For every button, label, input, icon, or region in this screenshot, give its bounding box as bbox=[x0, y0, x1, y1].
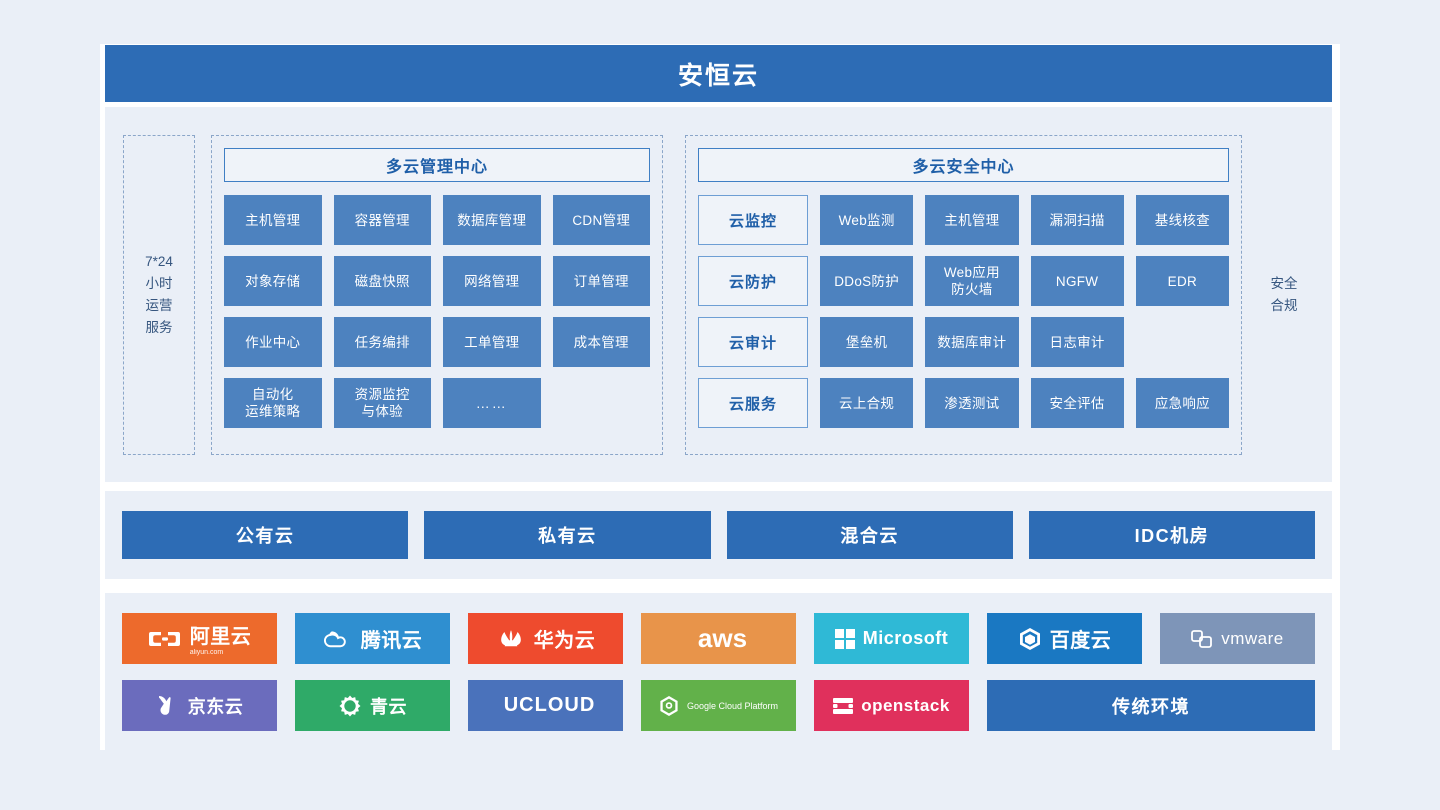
vendor-name: vmware bbox=[1221, 628, 1284, 648]
diagram-header: 安恒云 bbox=[105, 45, 1332, 102]
jd-cloud-icon bbox=[156, 694, 180, 718]
security-row: 云审计堡垒机数据库审计日志审计 bbox=[698, 317, 1229, 367]
deployment-tile[interactable]: IDC机房 bbox=[1028, 511, 1315, 559]
management-tile[interactable]: 成本管理 bbox=[552, 317, 650, 367]
deployment-tile[interactable]: 公有云 bbox=[122, 511, 409, 559]
management-tile[interactable]: CDN管理 bbox=[552, 195, 650, 245]
security-category-header[interactable]: 云服务 bbox=[698, 378, 808, 428]
vendor-logo-tile[interactable]: Google Cloud Platform bbox=[641, 680, 796, 731]
vendor-name: Microsoft bbox=[862, 628, 949, 648]
vendor-subtitle: aliyun.com bbox=[189, 649, 224, 656]
management-tile[interactable]: 工单管理 bbox=[443, 317, 541, 367]
vendor-logo-tile[interactable]: 华为云 bbox=[468, 613, 623, 664]
openstack-icon bbox=[833, 697, 854, 715]
security-tile[interactable]: Web监测 bbox=[820, 195, 914, 245]
baidu-cloud-icon bbox=[1018, 627, 1042, 651]
security-tile[interactable]: 渗透测试 bbox=[925, 378, 1019, 428]
vendor-name: Google Cloud Platform bbox=[686, 700, 779, 711]
security-compliance-label: 安全 合规 bbox=[1270, 276, 1298, 313]
security-tile[interactable]: DDoS防护 bbox=[820, 256, 914, 306]
security-category-header[interactable]: 云监控 bbox=[698, 195, 808, 245]
management-tile[interactable]: 对象存储 bbox=[224, 256, 322, 306]
security-tile[interactable]: NGFW bbox=[1030, 256, 1124, 306]
security-center-title: 多云安全中心 bbox=[698, 148, 1229, 182]
security-tile-empty bbox=[1136, 317, 1229, 367]
security-tile[interactable]: Web应用 防火墙 bbox=[925, 256, 1019, 306]
management-tile[interactable]: 资源监控 与体验 bbox=[333, 378, 431, 428]
huawei-cloud-icon bbox=[496, 628, 526, 650]
alibaba-cloud-icon bbox=[148, 628, 182, 650]
management-tile[interactable]: 主机管理 bbox=[224, 195, 322, 245]
security-tile[interactable]: 安全评估 bbox=[1030, 378, 1124, 428]
vendor-logo-tile[interactable]: openstack bbox=[814, 680, 969, 731]
security-tile[interactable]: 数据库审计 bbox=[925, 317, 1019, 367]
microsoft-icon bbox=[834, 628, 855, 649]
vendor-name: 青云 bbox=[370, 696, 407, 717]
vendor-logo-tile[interactable]: 传统环境 bbox=[987, 680, 1315, 731]
qingcloud-icon bbox=[338, 694, 362, 718]
security-tile[interactable]: 日志审计 bbox=[1030, 317, 1124, 367]
security-tile[interactable]: 基线核查 bbox=[1135, 195, 1229, 245]
ops-service-label: 7*24 小时 运营 服务 bbox=[145, 254, 173, 335]
vendor-name: openstack bbox=[861, 695, 950, 715]
ops-service-column: 7*24 小时 运营 服务 bbox=[123, 135, 195, 455]
security-tile[interactable]: 漏洞扫描 bbox=[1030, 195, 1124, 245]
vendor-logo-tile[interactable]: 百度云 bbox=[987, 613, 1142, 664]
security-category-header[interactable]: 云防护 bbox=[698, 256, 808, 306]
vendor-name: 阿里云 bbox=[189, 626, 252, 648]
management-center-title: 多云管理中心 bbox=[224, 148, 650, 182]
management-tile-empty bbox=[553, 378, 651, 428]
vendor-logo-tile[interactable]: 腾讯云 bbox=[295, 613, 450, 664]
deployment-tile[interactable]: 私有云 bbox=[424, 511, 711, 559]
page-title: 安恒云 bbox=[677, 61, 759, 90]
management-tile[interactable]: 自动化 运维策略 bbox=[224, 378, 322, 428]
vendor-name: 百度云 bbox=[1049, 630, 1112, 652]
management-tile[interactable]: …… bbox=[443, 378, 541, 428]
deployment-model-section: 公有云私有云混合云 IDC机房 bbox=[105, 491, 1332, 579]
vendor-name: UCLOUD bbox=[503, 694, 596, 716]
management-tile[interactable]: 任务编排 bbox=[333, 317, 431, 367]
vendor-name: 华为云 bbox=[533, 630, 596, 652]
security-compliance-column: 安全 合规 bbox=[1248, 135, 1320, 455]
deployment-tile[interactable]: 混合云 bbox=[726, 511, 1013, 559]
vendor-logo-tile[interactable]: Microsoft bbox=[814, 613, 969, 664]
vendor-logo-tile[interactable]: UCLOUD bbox=[468, 680, 623, 731]
vendor-name: 腾讯云 bbox=[360, 630, 423, 652]
vendor-name: 京东云 bbox=[187, 696, 244, 717]
google-cloud-icon bbox=[659, 695, 679, 717]
vmware-icon bbox=[1191, 629, 1213, 648]
vendor-name: 传统环境 bbox=[1112, 696, 1190, 717]
management-tile[interactable]: 磁盘快照 bbox=[333, 256, 431, 306]
management-tile[interactable]: 作业中心 bbox=[224, 317, 322, 367]
management-tile[interactable]: 订单管理 bbox=[552, 256, 650, 306]
security-tile[interactable]: EDR bbox=[1135, 256, 1229, 306]
vendor-logo-tile[interactable]: vmware bbox=[1160, 613, 1315, 664]
management-tile[interactable]: 网络管理 bbox=[443, 256, 541, 306]
security-tile[interactable]: 云上合规 bbox=[820, 378, 914, 428]
management-tile[interactable]: 容器管理 bbox=[333, 195, 431, 245]
management-tile[interactable]: 数据库管理 bbox=[443, 195, 541, 245]
vendor-logo-tile[interactable]: aws bbox=[641, 613, 796, 664]
security-row: 云服务云上合规渗透测试安全评估应急响应 bbox=[698, 378, 1229, 428]
aws-swoosh-icon bbox=[698, 653, 749, 661]
security-tile[interactable]: 应急响应 bbox=[1135, 378, 1229, 428]
vendor-logo-tile[interactable]: 京东云 bbox=[122, 680, 277, 731]
tencent-cloud-icon bbox=[323, 628, 353, 650]
vendor-logo-tile[interactable]: 青云 bbox=[295, 680, 450, 731]
security-tile[interactable]: 堡垒机 bbox=[820, 317, 914, 367]
security-category-header[interactable]: 云审计 bbox=[698, 317, 808, 367]
security-tile[interactable]: 主机管理 bbox=[925, 195, 1019, 245]
vendor-name: aws bbox=[698, 623, 747, 654]
